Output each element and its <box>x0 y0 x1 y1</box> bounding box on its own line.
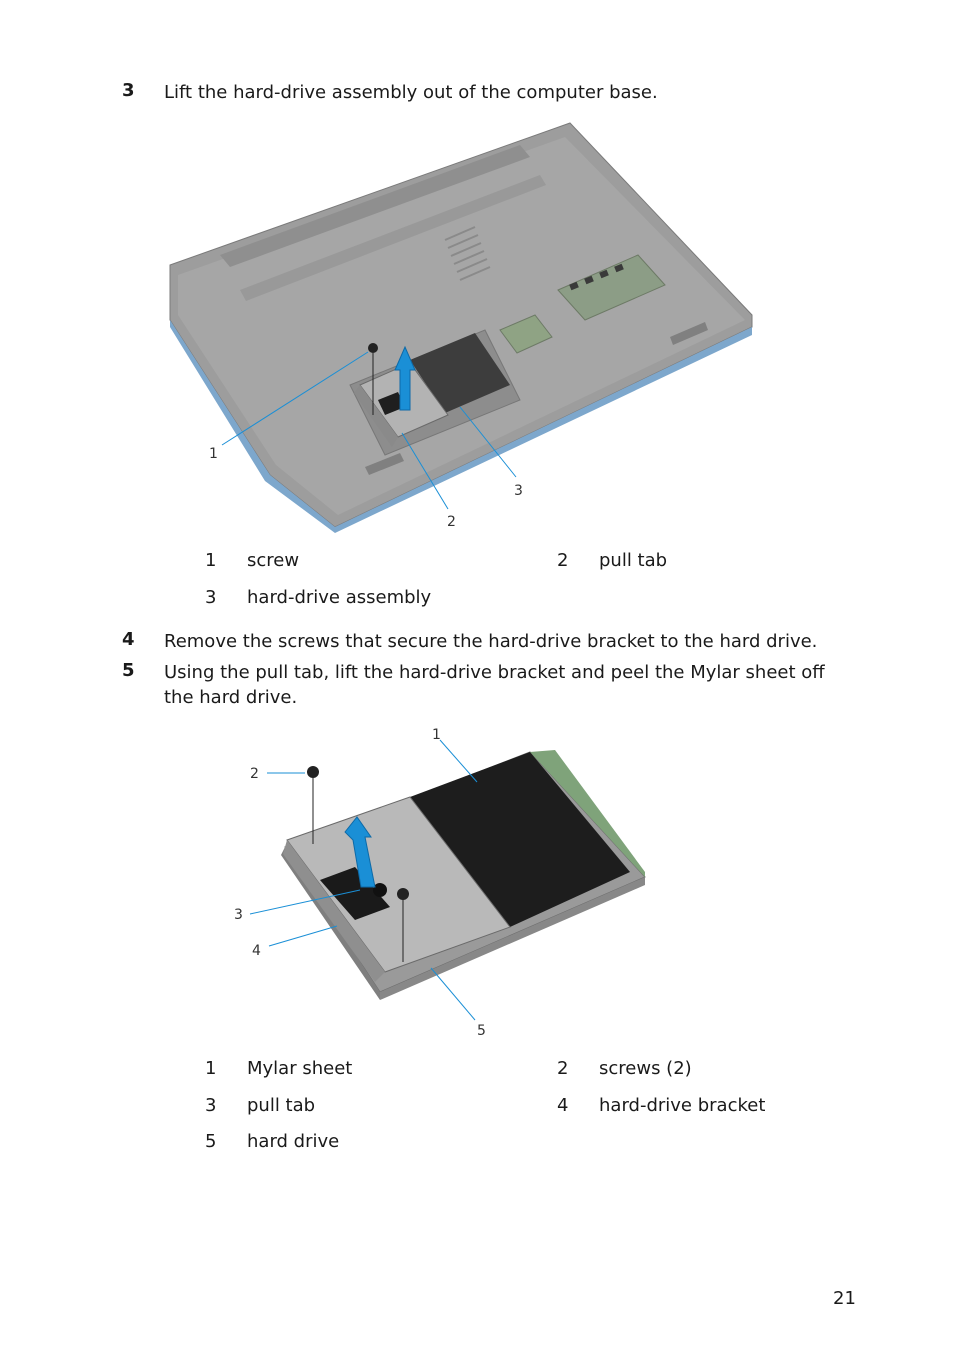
legend-num: 3 <box>205 587 217 608</box>
legend-num: 1 <box>205 550 217 571</box>
callout-3: 3 <box>234 907 243 923</box>
figure-laptop-base: 1 2 3 <box>169 122 753 533</box>
legend-num: 3 <box>205 1095 217 1116</box>
legend-num: 5 <box>205 1131 217 1152</box>
step-number: 5 <box>122 660 135 681</box>
legend-label: pull tab <box>599 550 668 571</box>
step-text: Using the pull tab, lift the hard-drive … <box>164 662 825 683</box>
step-text: the hard drive. <box>164 687 298 708</box>
callout-4: 4 <box>252 943 261 959</box>
step-number: 3 <box>122 80 135 101</box>
step-text: Remove the screws that secure the hard-d… <box>164 631 818 652</box>
legend-label: pull tab <box>247 1095 316 1116</box>
figure-hard-drive-bracket: 1 2 3 4 5 <box>234 727 646 1039</box>
legend-num: 2 <box>557 1058 569 1079</box>
callout-2: 2 <box>447 514 456 530</box>
legend-num: 4 <box>557 1095 569 1116</box>
legend-label: hard drive <box>247 1131 340 1152</box>
legend-label: Mylar sheet <box>247 1058 353 1079</box>
step-text: Lift the hard-drive assembly out of the … <box>164 82 658 103</box>
callout-3: 3 <box>514 483 523 499</box>
callout-5: 5 <box>477 1023 486 1039</box>
step-number: 4 <box>122 629 135 650</box>
callout-2: 2 <box>250 766 259 782</box>
page-number: 21 <box>833 1288 856 1309</box>
legend-label: screw <box>247 550 300 571</box>
legend-label: hard-drive assembly <box>247 587 432 608</box>
callout-1: 1 <box>209 446 218 462</box>
legend-label: hard-drive bracket <box>599 1095 766 1116</box>
legend-num: 2 <box>557 550 569 571</box>
legend-label: screws (2) <box>599 1058 692 1079</box>
callout-1: 1 <box>432 727 441 743</box>
legend-num: 1 <box>205 1058 217 1079</box>
